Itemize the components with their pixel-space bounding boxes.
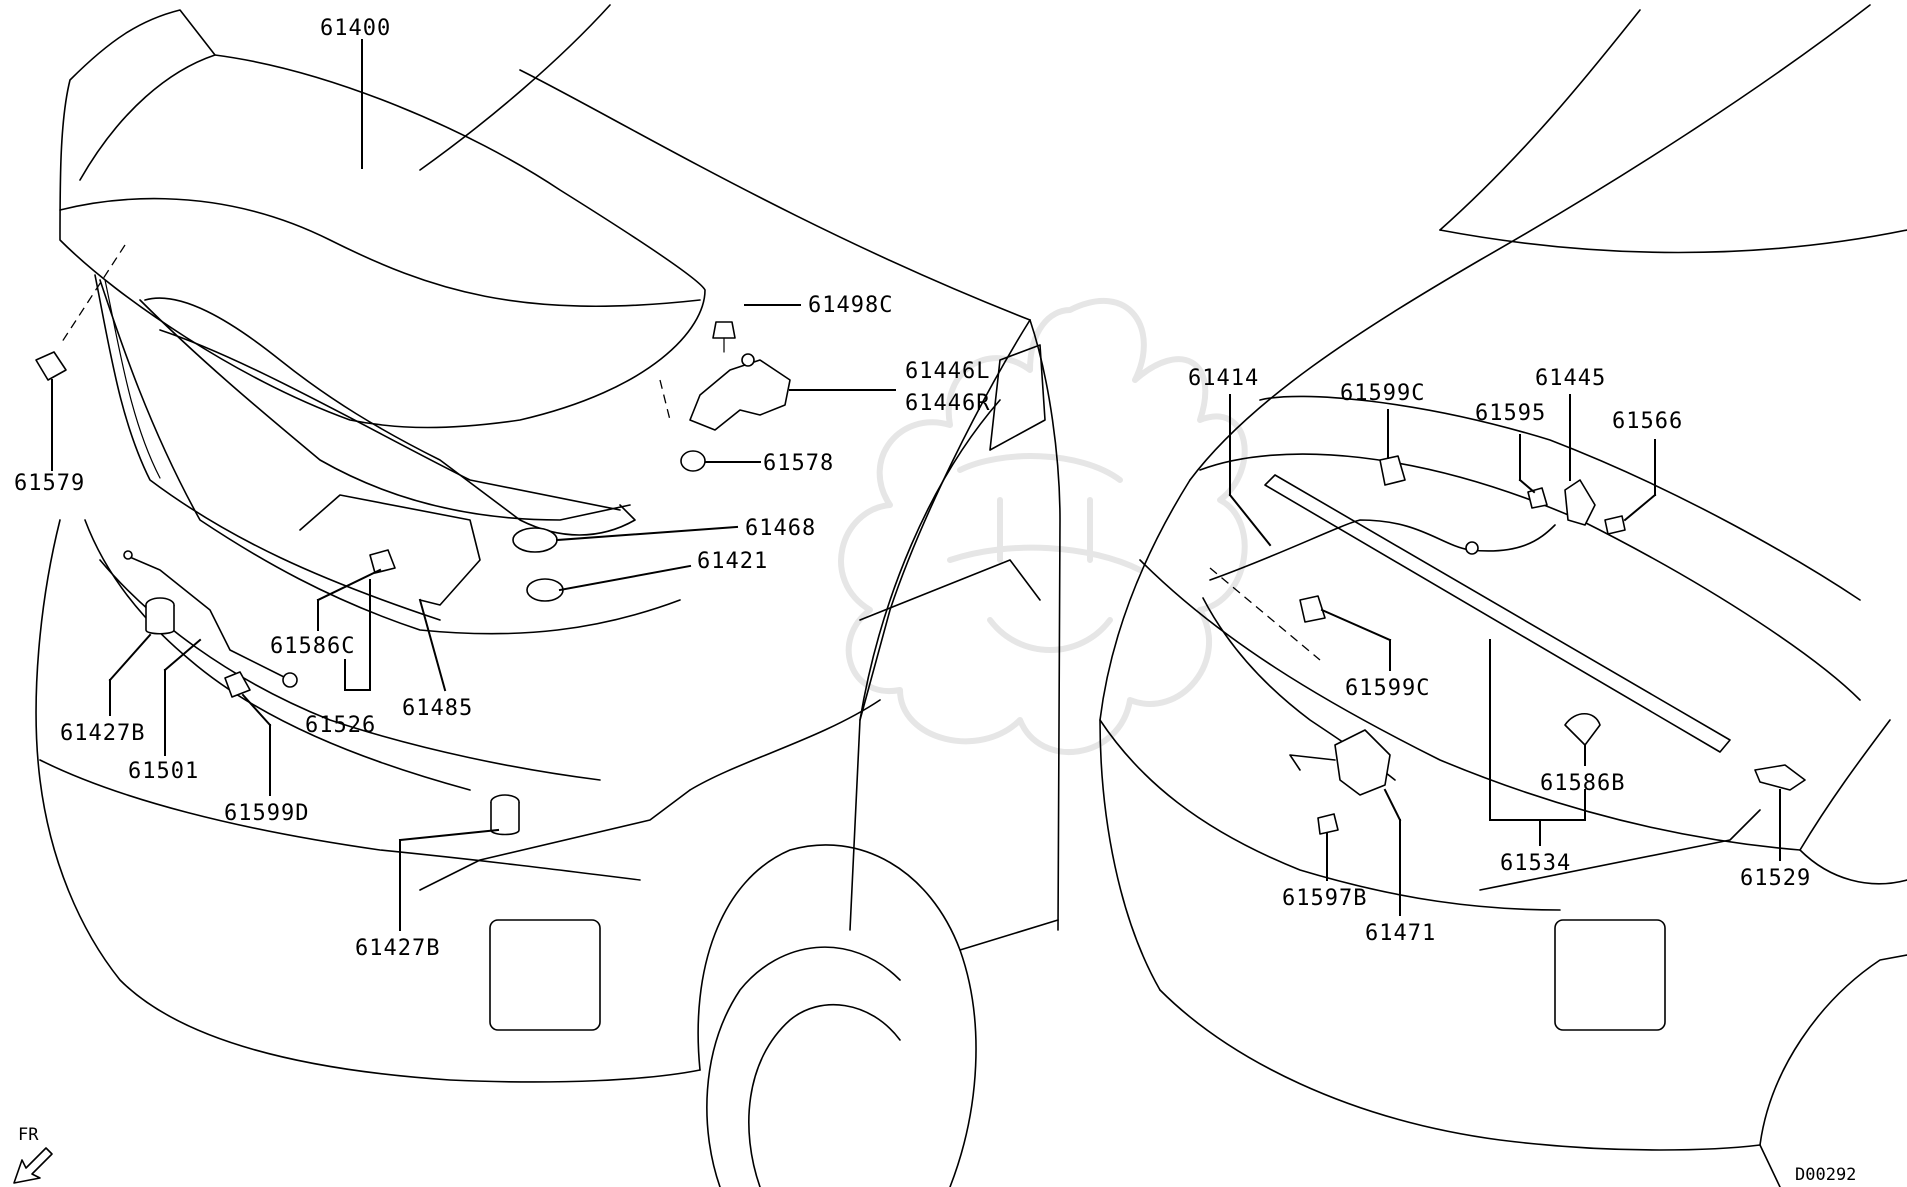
clip-61579	[35, 351, 67, 381]
label-61471: 61471	[1365, 921, 1436, 946]
watermark	[838, 297, 1248, 756]
label-61599C-top: 61599C	[1340, 381, 1425, 406]
screw-61566	[1604, 515, 1626, 535]
label-61400: 61400	[320, 16, 391, 41]
left-vehicle-outline	[35, 4, 1061, 1187]
label-61501: 61501	[128, 759, 199, 784]
label-61421: 61421	[697, 549, 768, 574]
label-61446R: 61446R	[905, 391, 990, 416]
label-61427B-mid: 61427B	[355, 936, 440, 961]
label-61498C: 61498C	[808, 293, 893, 318]
clip-61599C-top	[1379, 455, 1406, 486]
label-61414: 61414	[1188, 366, 1259, 391]
left-leaders	[51, 39, 896, 931]
label-61534: 61534	[1500, 851, 1571, 876]
grommet-61578	[680, 450, 706, 472]
release-cable-61414	[1209, 519, 1556, 581]
bolt-61597B	[1317, 813, 1339, 835]
label-61468: 61468	[745, 516, 816, 541]
diagram-code: D00292	[1795, 1165, 1856, 1185]
clip-61529	[1754, 764, 1806, 791]
label-61485: 61485	[402, 696, 473, 721]
label-61566: 61566	[1612, 409, 1683, 434]
clip-61421	[526, 578, 564, 602]
pad-61468	[512, 527, 558, 553]
fr-arrow-icon	[13, 1147, 53, 1184]
hood-lock-61471	[1334, 729, 1391, 796]
label-61599C-mid: 61599C	[1345, 676, 1430, 701]
label-61599D: 61599D	[224, 801, 309, 826]
right-parts	[1202, 455, 1806, 835]
clip-61599C-mid	[1299, 595, 1326, 623]
hood-hinge	[689, 359, 791, 431]
release-cable	[124, 554, 291, 681]
hood-stay	[299, 494, 481, 606]
label-61586B: 61586B	[1540, 771, 1625, 796]
lever-61445	[1564, 479, 1596, 526]
label-61427B-left: 61427B	[60, 721, 145, 746]
right-vehicle-outline	[1099, 4, 1907, 1187]
label-61579: 61579	[14, 471, 85, 496]
left-parts	[35, 244, 791, 836]
clip-61586B	[1564, 712, 1601, 746]
nut-61595	[1527, 487, 1548, 509]
clip-61586C	[369, 549, 396, 574]
bolt-61498C	[712, 321, 736, 339]
part-labels: 61400 61498C 61446L 61446R 61578 61468 6…	[14, 16, 1856, 1185]
strip-61534	[1264, 474, 1731, 753]
cushion-left	[145, 605, 175, 635]
label-61526: 61526	[305, 713, 376, 738]
label-61529: 61529	[1740, 866, 1811, 891]
label-61578: 61578	[763, 451, 834, 476]
label-61446L: 61446L	[905, 359, 990, 384]
orientation-arrow	[13, 1147, 53, 1184]
label-61586C: 61586C	[270, 634, 355, 659]
label-61595: 61595	[1475, 401, 1546, 426]
clip-61599D	[224, 671, 251, 698]
right-leaders	[1228, 394, 1781, 916]
label-61445: 61445	[1535, 366, 1606, 391]
label-fr: FR	[18, 1125, 39, 1145]
label-61597B: 61597B	[1282, 886, 1367, 911]
